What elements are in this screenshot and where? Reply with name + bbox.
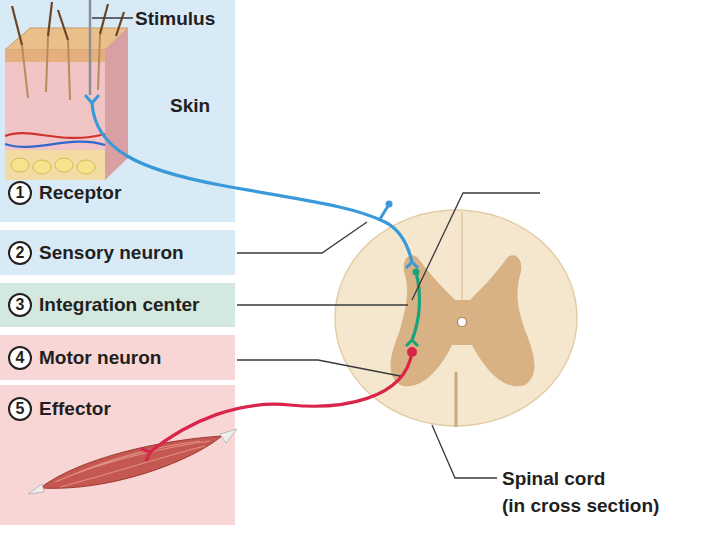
artery — [5, 133, 105, 138]
white-matter — [335, 210, 577, 426]
sensory-axon — [92, 103, 412, 262]
interneuron-terminal — [406, 340, 418, 346]
label-row: 4 Motor neuron — [8, 346, 161, 370]
fat-cell — [77, 160, 95, 174]
sensory-neuron-drawing — [85, 95, 418, 268]
spinal-cord — [335, 210, 577, 427]
hypodermis — [5, 150, 105, 180]
skin-block — [5, 2, 128, 180]
vein — [5, 142, 105, 147]
leader-lines — [92, 18, 540, 478]
integration-center-band: 3 Integration center — [0, 283, 235, 327]
motor-axon — [150, 352, 412, 452]
epidermis — [5, 50, 105, 62]
tendon — [220, 429, 237, 443]
motor-neuron-band: 4 Motor neuron — [0, 335, 235, 380]
fat-cell — [33, 160, 51, 174]
leader-line — [237, 304, 408, 305]
label-row: 1 Receptor — [8, 181, 121, 205]
step-label: Effector — [39, 397, 111, 421]
sensory-terminal — [406, 262, 418, 268]
hair-follicle — [22, 34, 100, 100]
muscle — [28, 429, 237, 494]
label-row: 3 Integration center — [8, 293, 199, 317]
ganglion-cell-body — [386, 201, 393, 208]
fat-cell — [55, 158, 73, 172]
hair — [12, 2, 124, 45]
central-canal — [458, 318, 467, 327]
leader-line — [432, 425, 497, 478]
skin-surface — [5, 28, 128, 50]
leader-line — [412, 193, 540, 300]
receptor-band: 1 Receptor — [0, 0, 235, 222]
effector-band: 5 Effector — [0, 385, 235, 525]
step-label: Integration center — [39, 293, 199, 317]
callout-number: 2 — [8, 241, 32, 265]
interneuron-cell-body — [413, 269, 420, 276]
leader-line — [237, 222, 367, 253]
label-row: 2 Sensory neuron — [8, 241, 184, 265]
spinal-cord-label: Spinal cord (in cross section) — [502, 465, 668, 519]
tendon — [28, 484, 44, 494]
interneuron-axon — [412, 272, 419, 340]
receptor-ending — [85, 95, 99, 103]
sensory-neuron-band: 2 Sensory neuron — [0, 230, 235, 275]
step-label: Receptor — [39, 181, 121, 205]
dorsal-septum — [461, 212, 463, 300]
muscle-belly — [40, 436, 222, 488]
callout-number: 3 — [8, 293, 32, 317]
step-label: Sensory neuron — [39, 241, 184, 265]
skin-side — [105, 28, 128, 180]
motor-cell-body — [407, 347, 417, 357]
step-label: Motor neuron — [39, 346, 161, 370]
leader-line — [237, 360, 400, 376]
ganglion-branch — [380, 206, 388, 219]
callout-number: 4 — [8, 346, 32, 370]
dermis — [5, 62, 105, 150]
stimulus-pin — [89, 0, 92, 95]
label-row: 5 Effector — [8, 397, 111, 421]
callout-number: 5 — [8, 397, 32, 421]
motor-neuron-drawing — [141, 347, 417, 461]
callout-number: 1 — [8, 181, 32, 205]
muscle-striation — [55, 441, 210, 487]
leader-line — [92, 17, 133, 18]
ventral-fissure — [455, 372, 458, 427]
interneuron-drawing — [406, 269, 420, 347]
fat-cell — [11, 158, 29, 172]
motor-end-plate — [141, 449, 150, 461]
gray-matter — [391, 255, 535, 386]
